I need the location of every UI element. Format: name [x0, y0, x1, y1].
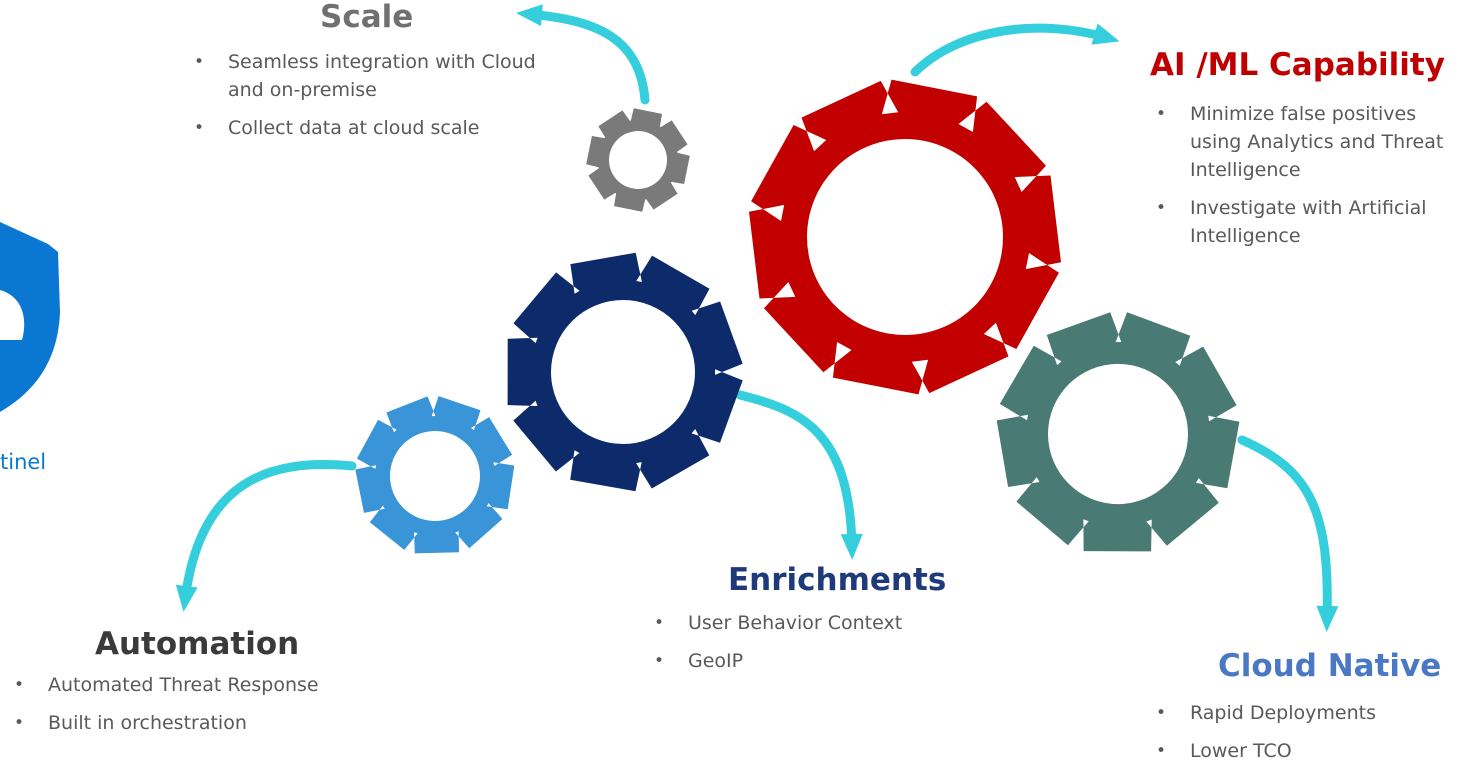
scale-item-1: Seamless integration with Cloud and on-p… — [180, 48, 560, 104]
ai-item-1: Minimize false positives using Analytics… — [1142, 100, 1473, 184]
arrow-to-ai — [910, 23, 1120, 77]
arrow-to-automation — [175, 460, 357, 612]
enrichments-section: Enrichments User Behavior Context GeoIP — [640, 562, 970, 685]
ai-title: AI /ML Capability — [1150, 47, 1445, 83]
scale-section: Scale Seamless integration with Cloud an… — [180, 0, 560, 152]
automation-item-2: Built in orchestration — [0, 709, 400, 737]
arrow-to-enrichments — [735, 390, 863, 560]
arrow-to-cloud-native — [1237, 435, 1339, 632]
scale-title: Scale — [320, 0, 414, 35]
automation-section: Automation Automated Threat Response Bui… — [0, 626, 400, 747]
gear-scale-icon — [586, 108, 690, 212]
gear-enrichments-icon — [507, 252, 743, 492]
cloud-item-2: Lower TCO — [1142, 737, 1473, 765]
gear-automation-icon — [355, 396, 515, 554]
automation-item-1: Automated Threat Response — [0, 671, 400, 699]
shield-logo-icon — [0, 222, 60, 412]
enrichments-item-2: GeoIP — [640, 647, 970, 675]
automation-title: Automation — [95, 626, 300, 662]
enrichments-title: Enrichments — [728, 562, 947, 598]
gear-ai-icon — [749, 79, 1061, 395]
enrichments-item-1: User Behavior Context — [640, 609, 970, 637]
scale-item-2: Collect data at cloud scale — [180, 114, 560, 142]
shield-logo-mark-icon — [0, 290, 25, 340]
cloud-section: Cloud Native Rapid Deployments Lower TCO — [1142, 648, 1473, 775]
arrow-to-scale — [516, 4, 650, 105]
cloud-title: Cloud Native — [1218, 648, 1442, 684]
logo-partial-text: tinel — [0, 450, 47, 474]
cloud-item-1: Rapid Deployments — [1142, 699, 1473, 727]
ai-section: AI /ML Capability Minimize false positiv… — [1142, 47, 1473, 260]
ai-item-2: Investigate with Artificial Intelligence — [1142, 194, 1473, 250]
gear-cloud-icon — [996, 312, 1240, 552]
